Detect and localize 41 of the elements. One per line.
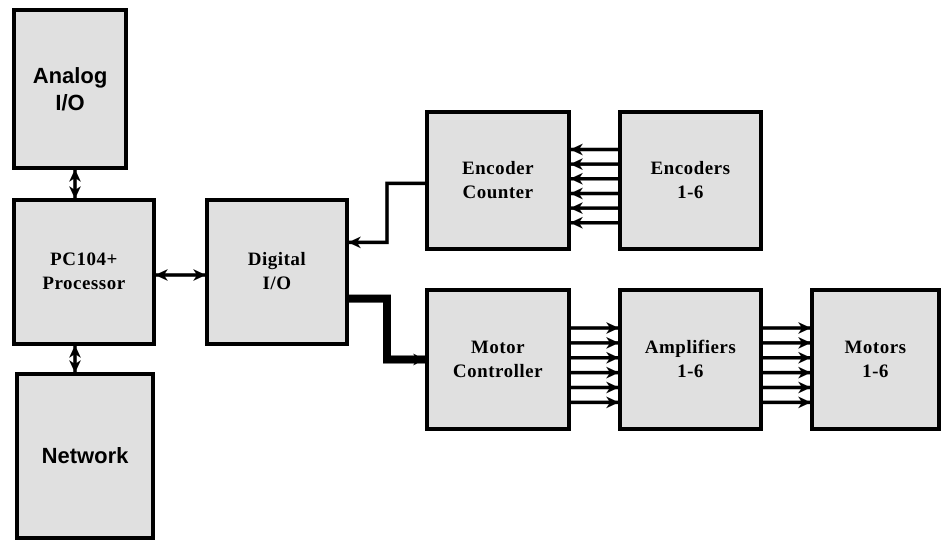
arrow [571, 382, 619, 394]
arrow [763, 352, 811, 364]
block-label: Motor Controller [452, 336, 544, 384]
block-box [205, 198, 349, 346]
block-label: Digital I/O [246, 248, 308, 296]
arrow [570, 158, 618, 170]
arrow [571, 366, 619, 379]
arrow [571, 352, 619, 364]
block-box [810, 288, 941, 431]
block-label: PC104+ Processor [41, 248, 127, 296]
arrow [570, 187, 618, 200]
arrow [571, 396, 619, 408]
block-box [12, 8, 128, 170]
arrow [763, 396, 811, 408]
block-label: Network [42, 442, 128, 470]
arrow [763, 322, 811, 334]
arrow [571, 336, 619, 349]
arrow [155, 269, 206, 281]
arrow [763, 366, 811, 379]
block-box [618, 110, 763, 251]
block-label: Analog I/O [32, 62, 108, 116]
block-box [618, 288, 763, 431]
block-label: Encoders 1-6 [650, 156, 732, 204]
arrow [69, 345, 81, 373]
arrow [763, 382, 811, 394]
block-label: Amplifiers 1-6 [644, 336, 738, 384]
arrow [570, 143, 618, 156]
block-box [12, 198, 156, 346]
arrow [69, 169, 81, 199]
block-box [425, 288, 571, 431]
arrow [763, 336, 811, 349]
arrow [570, 202, 618, 214]
block-label: Motors 1-6 [843, 336, 908, 384]
block-label: Encoder Counter [460, 156, 536, 204]
arrow [348, 182, 425, 248]
arrow [570, 172, 618, 185]
arrow [570, 216, 618, 229]
block-box [425, 110, 571, 251]
arrow [349, 294, 426, 366]
block-box [15, 372, 155, 540]
arrow [571, 322, 619, 334]
